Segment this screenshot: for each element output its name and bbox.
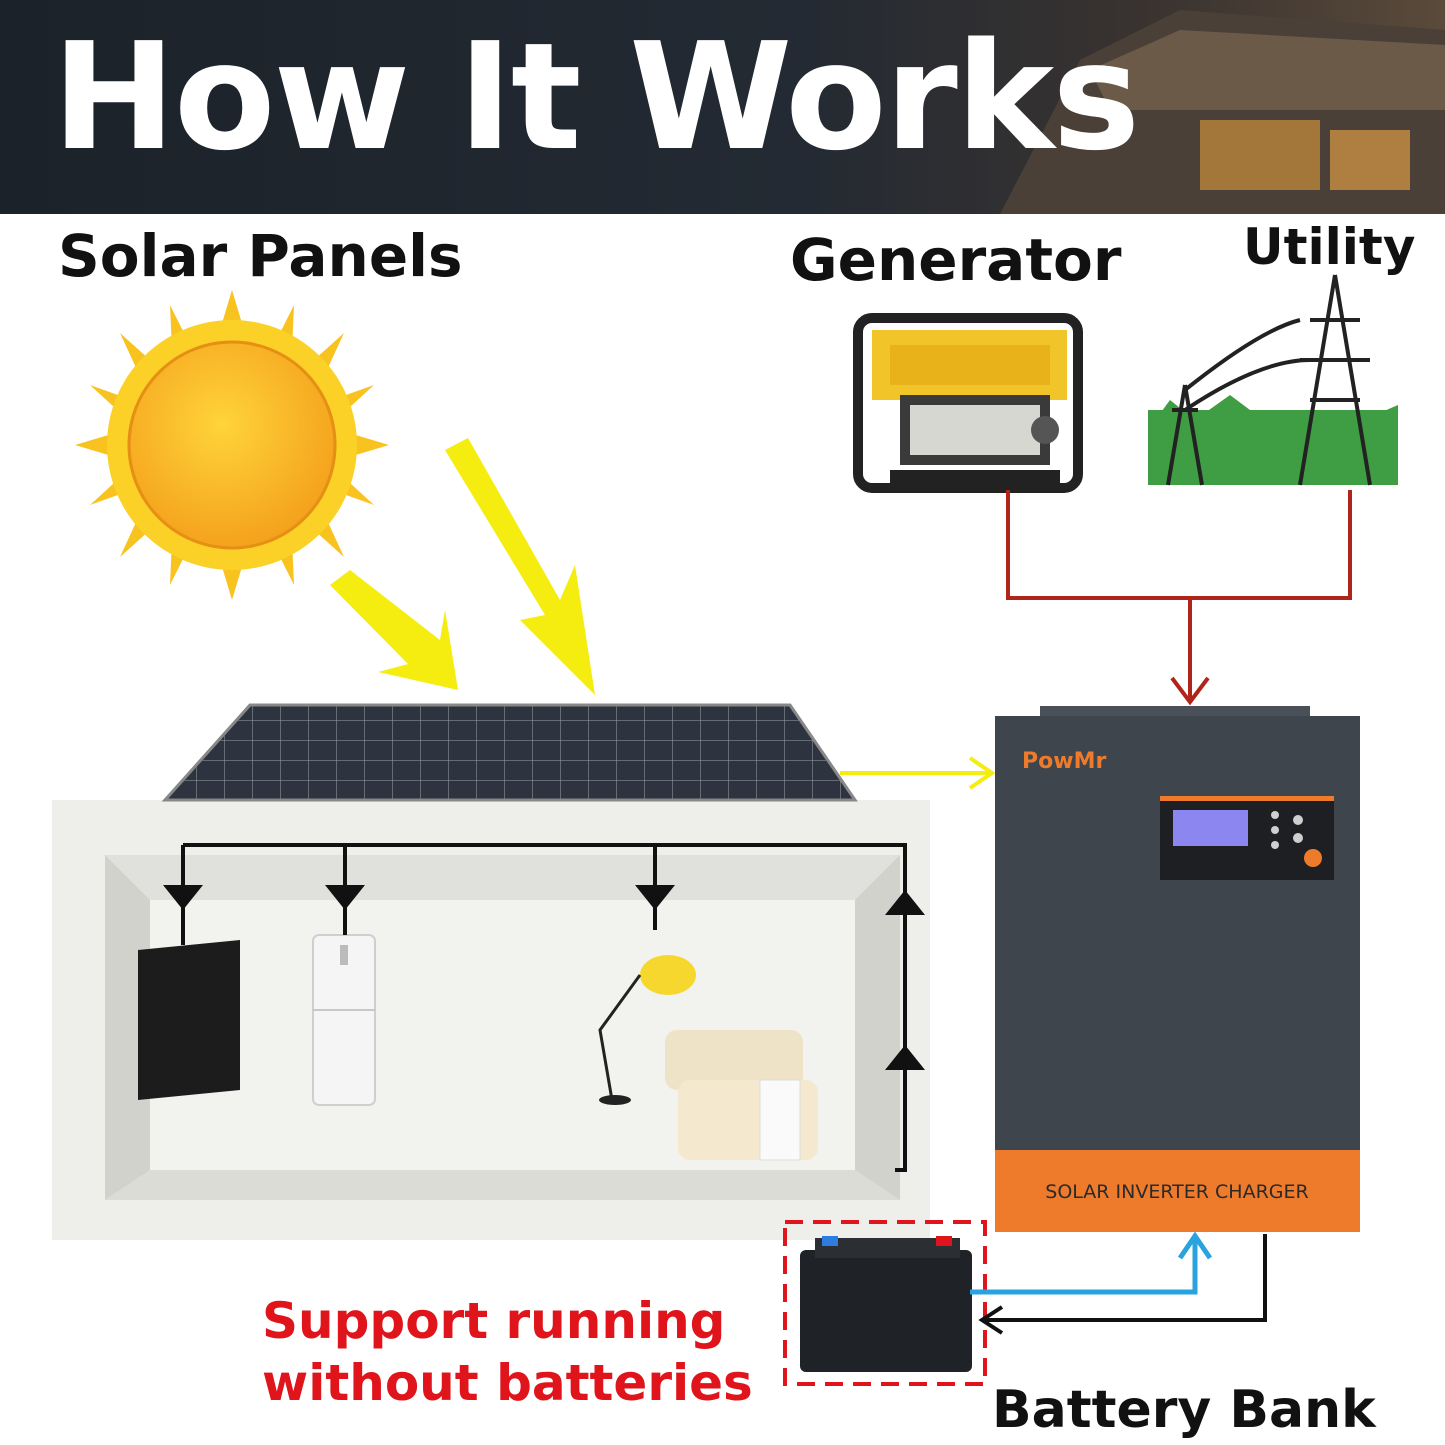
- sun-icon: [75, 290, 389, 600]
- battery-bank-label: Battery Bank: [992, 1380, 1376, 1440]
- utility-label: Utility: [1243, 218, 1416, 276]
- battery-discharge-line: [978, 1234, 1267, 1335]
- solar-to-inverter-arrow: [840, 756, 996, 790]
- lamp-icon: [598, 955, 696, 1105]
- ac-output-arrowheads: [163, 885, 925, 1070]
- battery-free-note-line1: Support running: [262, 1292, 726, 1350]
- solar-panel-icon: [161, 703, 858, 802]
- battery-free-note-line2: without batteries: [262, 1354, 753, 1412]
- generator-icon: [853, 313, 1083, 493]
- generator-label: Generator: [790, 226, 1122, 294]
- fridge-icon: [312, 934, 376, 1106]
- sunlight-arrows: [330, 438, 595, 695]
- battery-charge-line: [970, 1231, 1213, 1295]
- tv-icon: [138, 940, 240, 1100]
- inverter-device: [995, 706, 1360, 1232]
- inverter-brand: PowMr: [1022, 749, 1106, 774]
- utility-tower-icon: [1148, 274, 1398, 486]
- solar-panels-label: Solar Panels: [58, 222, 463, 290]
- inverter-front-label: SOLAR INVERTER CHARGER: [1045, 1181, 1308, 1203]
- sofa-icon: [665, 1030, 818, 1161]
- battery-icon: [783, 1220, 987, 1386]
- grid-input-lines: [1006, 490, 1352, 706]
- rv-night-illustration: [900, 0, 1445, 214]
- page-title: How It Works: [52, 11, 1140, 183]
- battery-free-note: Support running without batteries: [262, 1290, 753, 1414]
- header-banner: How It Works: [0, 0, 1445, 214]
